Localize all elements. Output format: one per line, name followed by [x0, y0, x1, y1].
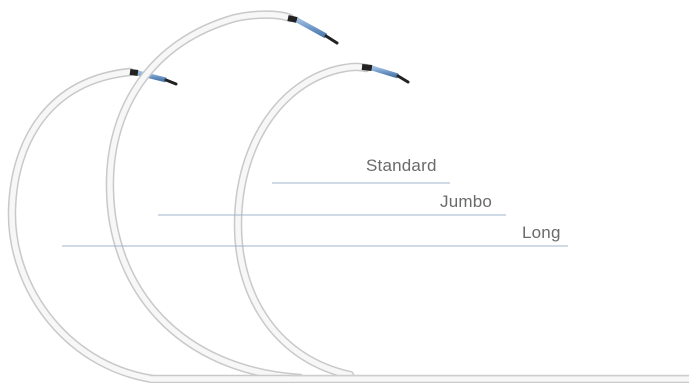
- standard-catheter: [233, 62, 410, 380]
- jumbo-catheter-end: [324, 34, 339, 45]
- long-catheter-collar: [129, 69, 139, 76]
- jumbo-catheter-collar: [287, 15, 298, 23]
- standard-catheter-end: [396, 74, 410, 84]
- long-catheter-end: [164, 78, 178, 86]
- standard-catheter-tip: [371, 65, 399, 79]
- jumbo-label: Jumbo: [440, 192, 493, 211]
- jumbo-catheter-tip: [295, 17, 328, 39]
- long-label: Long: [522, 223, 561, 242]
- base-tubing: [150, 374, 689, 384]
- long-catheter: [7, 67, 178, 385]
- standard-label: Standard: [366, 156, 437, 175]
- standard-catheter-collar: [361, 64, 373, 71]
- jumbo-catheter: [105, 10, 339, 383]
